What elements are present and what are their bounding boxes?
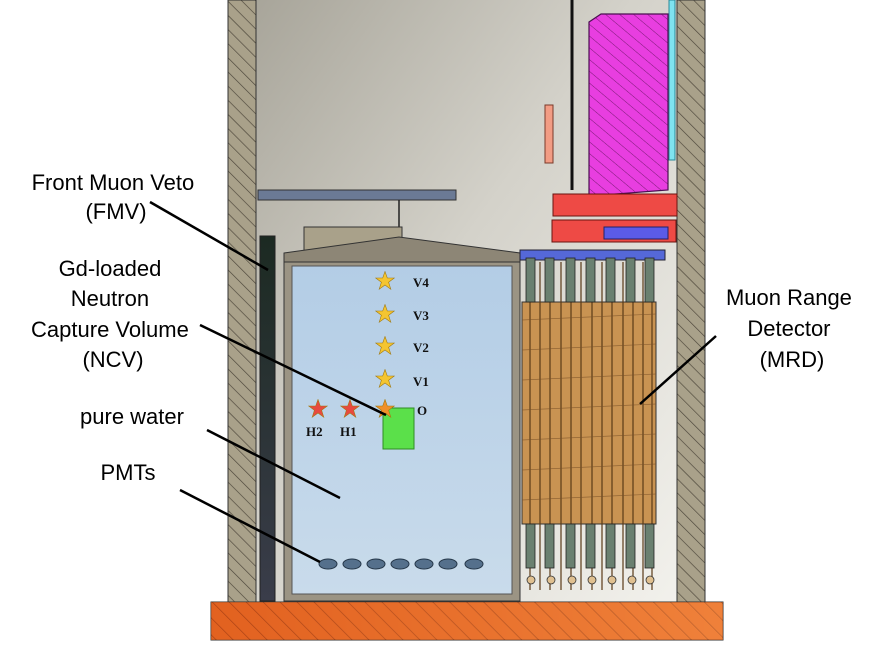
- mrd-pmt-heads: [525, 257, 655, 569]
- ncv-label-line2: Neutron: [71, 286, 149, 311]
- fmv-leader: [149, 200, 269, 272]
- red-plate-upper: [552, 193, 678, 217]
- fmv-label-line2: (FMV): [85, 199, 146, 224]
- cyan-strip: [668, 0, 676, 161]
- fmv-paddle: [259, 235, 276, 602]
- ncv-label-line4: (NCV): [82, 347, 143, 372]
- magenta-module: [588, 13, 669, 197]
- pos-v3: V3: [413, 308, 429, 323]
- pmt: [390, 558, 410, 570]
- ncv-leader: [199, 323, 387, 417]
- mrd-label: Muon Range Detector (MRD): [726, 285, 858, 372]
- mrd-label-line1: Muon Range: [726, 285, 852, 310]
- mrd-label-line2: Detector: [747, 316, 830, 341]
- mrd-label-line3: (MRD): [760, 347, 825, 372]
- fmv-label: Front Muon Veto (FMV): [32, 170, 201, 224]
- pos-v2: V2: [413, 340, 429, 355]
- mrd-cable-tips: [526, 575, 655, 585]
- left-wall: [227, 0, 257, 603]
- fmv-label-line1: Front Muon Veto: [32, 170, 195, 195]
- mrd-leader: [639, 335, 717, 405]
- pmts-label: PMTs: [101, 460, 156, 485]
- water-leader: [206, 428, 341, 500]
- water-label: pure water: [80, 404, 184, 429]
- right-wall: [676, 0, 706, 603]
- mrd-block: [521, 301, 657, 525]
- blue-tab: [603, 226, 669, 240]
- ncv-label: Gd-loaded Neutron Capture Volume (NCV): [31, 256, 195, 372]
- pos-h1: H1: [340, 424, 357, 439]
- floor-hatch: [211, 602, 723, 640]
- small-pink-bar: [544, 104, 554, 164]
- pmt: [318, 558, 338, 570]
- ncv-label-line3: Capture Volume: [31, 317, 189, 342]
- pmts-leader: [179, 488, 321, 564]
- pmt: [464, 558, 484, 570]
- ncv-label-line1: Gd-loaded: [59, 256, 162, 281]
- pos-o: O: [417, 403, 427, 418]
- pmt: [342, 558, 362, 570]
- pos-v1: V1: [413, 374, 429, 389]
- leader-lines: [149, 200, 717, 564]
- pmt: [438, 558, 458, 570]
- pmt: [414, 558, 434, 570]
- pmt-row: [318, 558, 484, 570]
- mrd-crosshatch: [521, 313, 657, 501]
- gantry-beam: [257, 189, 457, 201]
- pos-v4: V4: [413, 275, 429, 290]
- pos-h2: H2: [306, 424, 323, 439]
- pmt: [366, 558, 386, 570]
